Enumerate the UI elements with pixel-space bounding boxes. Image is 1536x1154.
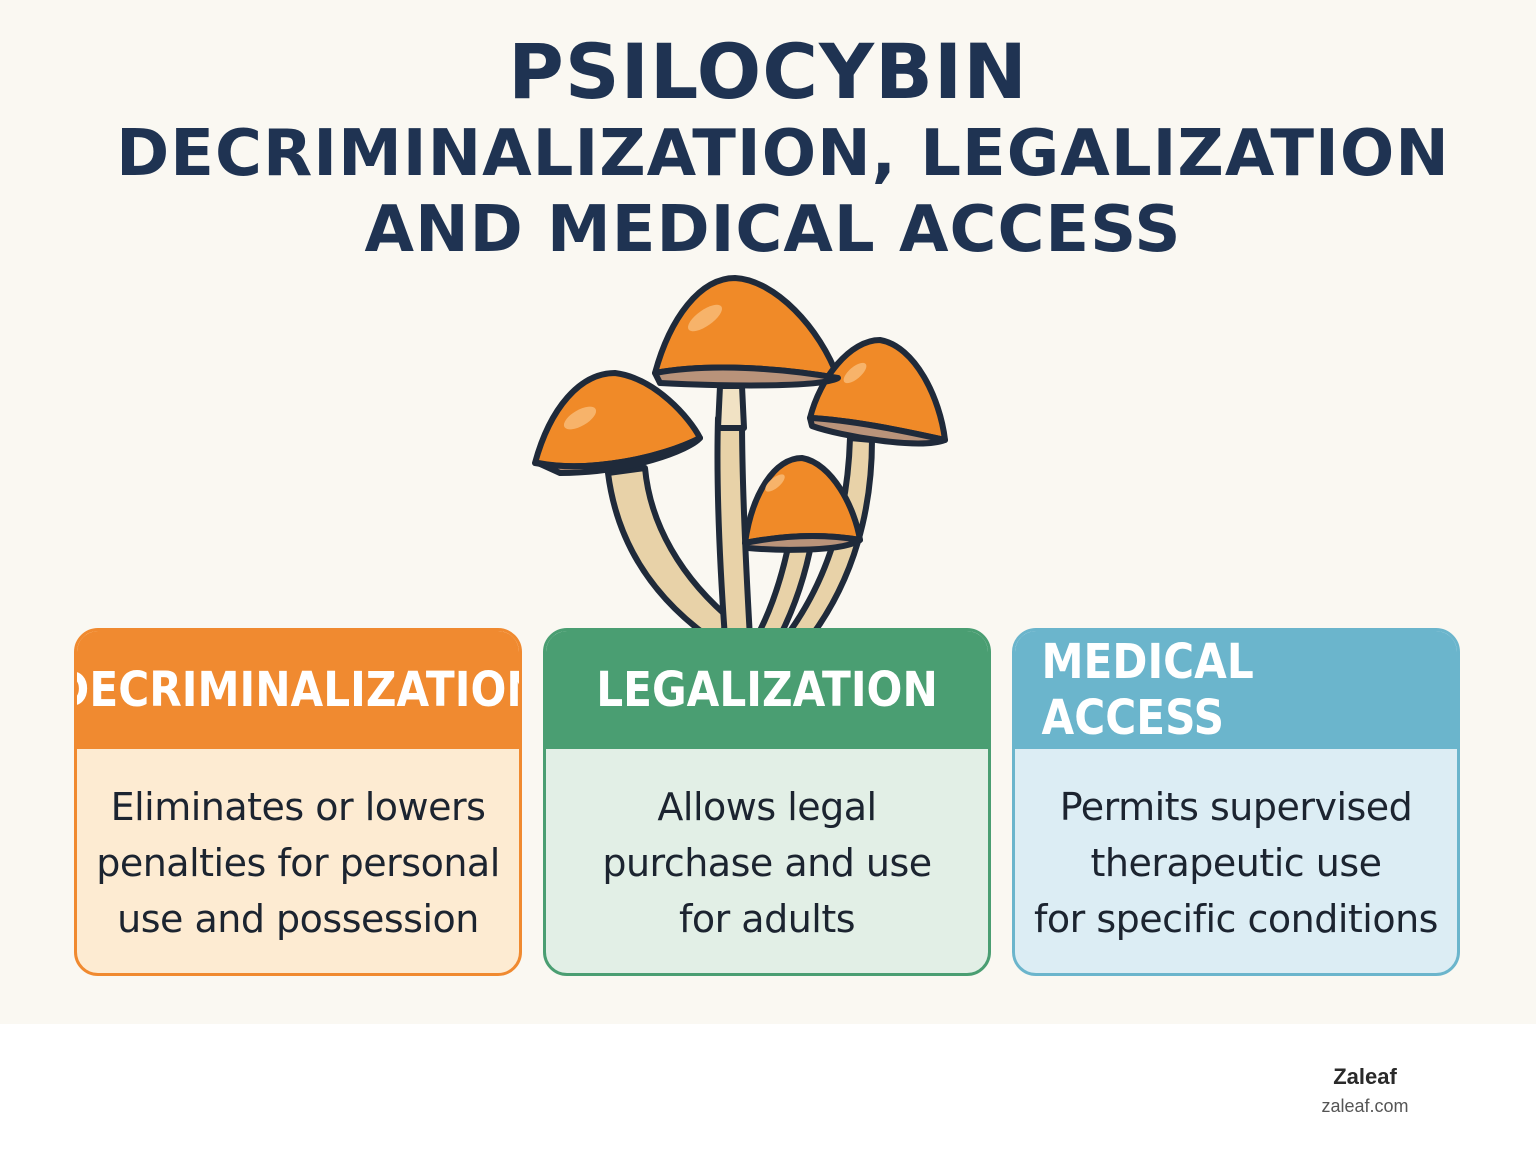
card-medical-access: MEDICAL ACCESS Permits supervised therap… bbox=[1012, 628, 1460, 976]
brand-name: Zaleaf bbox=[1333, 1064, 1397, 1089]
brand-url: zaleaf.com bbox=[1321, 1096, 1409, 1116]
mushroom-cluster-icon bbox=[532, 275, 948, 643]
page-title: PSILOCYBIN DECRIMINALIZATION, LEGALIZATI… bbox=[0, 28, 1536, 268]
card-text-line: therapeutic use bbox=[1090, 841, 1382, 885]
infographic-canvas: PSILOCYBIN DECRIMINALIZATION, LEGALIZATI… bbox=[0, 0, 1536, 1024]
card-description: Allows legal purchase and use for adults bbox=[546, 749, 988, 947]
card-text-line: purchase and use bbox=[602, 841, 932, 885]
card-text-line: Permits supervised bbox=[1059, 785, 1413, 829]
brand-credit: Zaleaf zaleaf.com bbox=[1290, 1062, 1440, 1120]
card-text-line: for specific conditions bbox=[1034, 897, 1438, 941]
card-legalization: LEGALIZATION Allows legal purchase and u… bbox=[543, 628, 991, 976]
card-text-line: for adults bbox=[678, 897, 856, 941]
card-description: Eliminates or lowers penalties for perso… bbox=[77, 749, 519, 947]
mushroom-cap-small bbox=[742, 455, 863, 546]
title-line-1: PSILOCYBIN bbox=[508, 27, 1028, 116]
card-text-line: penalties for personal bbox=[96, 841, 500, 885]
card-decriminalization: DECRIMINALIZATION Eliminates or lowers p… bbox=[74, 628, 522, 976]
card-heading: MEDICAL ACCESS bbox=[1041, 634, 1254, 746]
title-line-3: AND MEDICAL ACCESS bbox=[364, 193, 1182, 267]
card-heading: DECRIMINALIZATION bbox=[77, 662, 519, 718]
card-heading: LEGALIZATION bbox=[596, 662, 938, 718]
card-text-line: Allows legal bbox=[657, 785, 877, 829]
card-description: Permits supervised therapeutic use for s… bbox=[1015, 749, 1457, 947]
mushroom-cap-center bbox=[652, 275, 841, 381]
card-text-line: Eliminates or lowers bbox=[110, 785, 486, 829]
card-text-line: use and possession bbox=[117, 897, 479, 941]
title-line-2: DECRIMINALIZATION, LEGALIZATION bbox=[116, 117, 1450, 191]
